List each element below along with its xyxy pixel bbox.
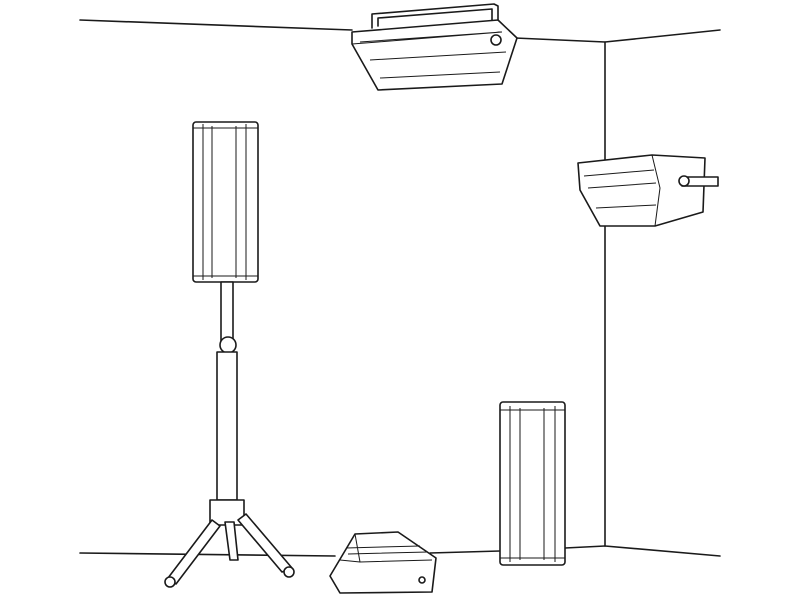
- wall-speaker: [577, 154, 719, 227]
- room-outline: [79, 19, 721, 557]
- ceiling-bracket-pivot: [490, 34, 502, 46]
- ceiling-speaker: [351, 3, 518, 91]
- stand-column-speaker: [192, 121, 259, 283]
- ceiling-line-left: [79, 19, 353, 31]
- ceiling-line-right: [514, 29, 721, 43]
- floor-line-back: [429, 545, 606, 554]
- floor-monitor-speaker: [329, 531, 437, 594]
- floor-column-speaker: [499, 401, 566, 566]
- stand-knob: [219, 336, 237, 354]
- tripod-stand: [164, 281, 295, 588]
- floor-line-right: [604, 545, 721, 557]
- floor-line-left: [79, 552, 336, 557]
